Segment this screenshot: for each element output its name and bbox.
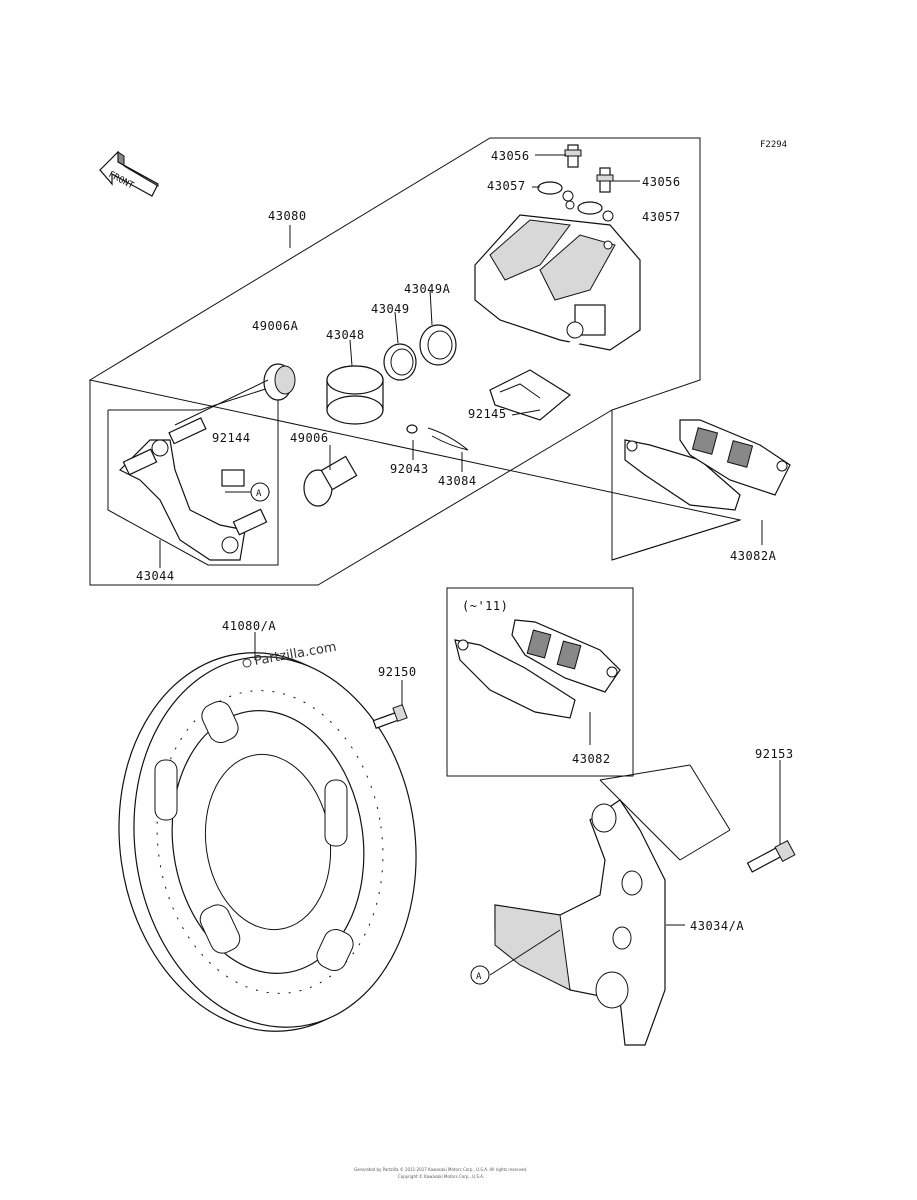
bolt-92150: [372, 704, 408, 729]
callout-a-bracket: A: [250, 482, 270, 502]
label-43057-b: 43057: [642, 210, 681, 224]
bleeder-valve-a: [564, 144, 582, 168]
leader-lines: [159, 154, 781, 976]
label-92043: 92043: [390, 462, 429, 476]
figure-code: F2294: [760, 140, 787, 150]
caliper-body: [474, 200, 641, 351]
label-49006a: 49006A: [252, 319, 299, 333]
caliper-bracket: [118, 417, 268, 561]
cap-b: [577, 201, 614, 222]
bracket-sub-outline: [107, 384, 279, 566]
label-92144: 92144: [212, 431, 251, 445]
label-43057-a: 43057: [487, 179, 526, 193]
label-43034: 43034/A: [690, 919, 744, 933]
seal-ring: [383, 343, 417, 381]
label-43082a: 43082A: [730, 549, 777, 563]
label-43048: 43048: [326, 328, 365, 342]
cap-a: [537, 181, 574, 202]
label-43049a: 43049A: [404, 282, 451, 296]
rubber-boot-upper: [263, 363, 296, 401]
label-41080: 41080/A: [222, 619, 276, 633]
label-49006: 49006: [290, 431, 329, 445]
bolt-92153: [746, 839, 796, 873]
pads-inset-box: [446, 587, 634, 777]
label-92153: 92153: [755, 747, 794, 761]
label-92145: 92145: [468, 407, 507, 421]
label-43082: 43082: [572, 752, 611, 766]
brake-pads-43082: [454, 619, 621, 719]
label-43084: 43084: [438, 474, 477, 488]
brake-pads-43082a: [624, 419, 791, 511]
label-43049: 43049: [371, 302, 410, 316]
clip: [427, 427, 469, 451]
pad-spring: [489, 369, 572, 421]
label-43056-b: 43056: [642, 175, 681, 189]
callout-a-rear: A: [470, 965, 490, 985]
footer-line-2: Copyright © Kawasaki Motors Corp., U.S.A…: [398, 1174, 484, 1179]
rubber-boot-lower: [303, 455, 358, 507]
slide-pin: [406, 337, 582, 434]
label-43056-a: 43056: [491, 149, 530, 163]
svg-text:A: A: [256, 489, 262, 499]
label-92150: 92150: [378, 665, 417, 679]
label-43044: 43044: [136, 569, 175, 583]
svg-text:A: A: [476, 972, 482, 982]
inset-note: (~'11): [462, 599, 508, 613]
footer-line-1: Generated by Partzilla © 2011-2017 Kawas…: [354, 1167, 527, 1172]
piston: [326, 365, 384, 425]
label-43080: 43080: [268, 209, 307, 223]
brake-disc: [118, 652, 417, 1032]
rear-bracket: [494, 799, 666, 1046]
front-arrow-icon: FRONT: [99, 150, 159, 197]
caliper-assembly-outline: [88, 137, 742, 561]
bleeder-valve-b: [596, 167, 614, 193]
dust-seal-ring: [419, 324, 457, 366]
